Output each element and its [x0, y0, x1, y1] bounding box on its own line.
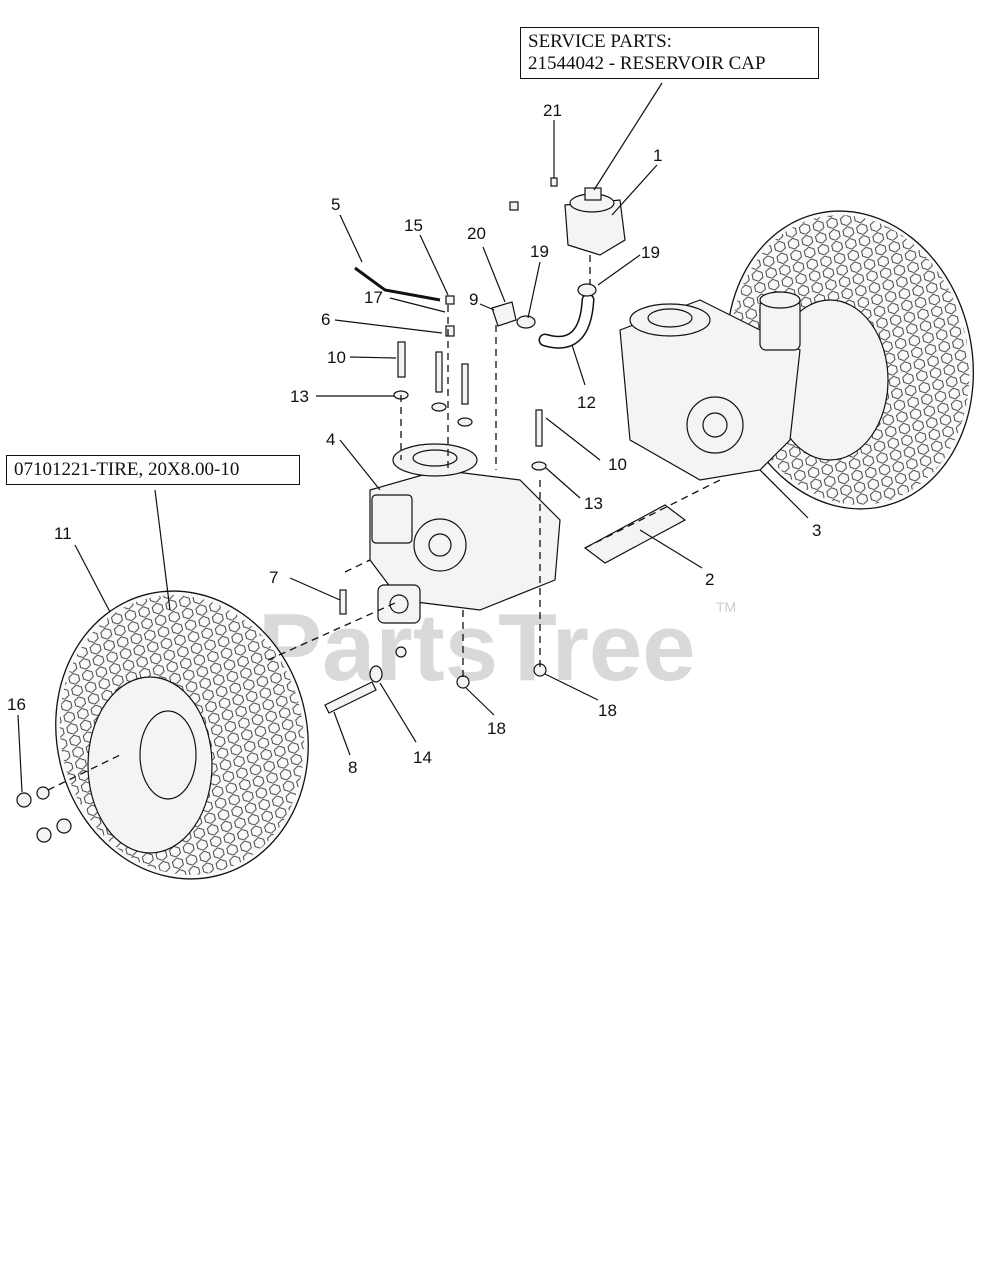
callout-20: 20	[467, 224, 486, 243]
callout-1: 1	[653, 146, 662, 165]
callout-numbers: 1 2 3 4 5 6 7 8 9 10 10 11 12 13 13 14 1…	[7, 101, 821, 777]
tire-box: 07101221-TIRE, 20X8.00-10	[6, 455, 300, 485]
callout-6: 6	[321, 310, 330, 329]
callout-14: 14	[413, 748, 432, 767]
callout-11: 11	[54, 524, 72, 543]
callout-18b: 18	[598, 701, 617, 720]
callout-10a: 10	[327, 348, 346, 367]
callout-18a: 18	[487, 719, 506, 738]
service-parts-title: SERVICE PARTS:	[528, 31, 672, 52]
callout-2: 2	[705, 570, 714, 589]
callout-13b: 13	[584, 494, 603, 513]
callout-19a: 19	[530, 242, 549, 261]
watermark-tm: TM	[716, 599, 736, 615]
callout-10b: 10	[608, 455, 627, 474]
left-transaxle	[369, 443, 561, 624]
callout-15: 15	[404, 216, 423, 235]
callout-17: 17	[364, 288, 383, 307]
assembly-lines	[47, 255, 721, 791]
callout-19b: 19	[641, 243, 660, 262]
callout-16: 16	[7, 695, 26, 714]
watermark-text: PartsTree	[258, 594, 696, 701]
service-parts-box: SERVICE PARTS: 21544042 - RESERVOIR CAP	[520, 27, 819, 79]
small-parts	[16, 177, 597, 843]
left-tire	[55, 590, 309, 880]
service-parts-line: 21544042 - RESERVOIR CAP	[528, 53, 766, 74]
callout-5: 5	[331, 195, 340, 214]
right-transaxle	[619, 291, 801, 481]
reservoir	[564, 187, 626, 256]
tire-box-text: 07101221-TIRE, 20X8.00-10	[14, 459, 240, 480]
callout-4: 4	[326, 430, 335, 449]
callout-12: 12	[577, 393, 596, 412]
axle-tube	[583, 504, 687, 564]
callout-7: 7	[269, 568, 278, 587]
callout-8: 8	[348, 758, 357, 777]
callout-13a: 13	[290, 387, 309, 406]
callout-9: 9	[469, 290, 478, 309]
leader-lines	[17, 82, 809, 793]
callout-21: 21	[543, 101, 562, 120]
callout-3: 3	[812, 521, 821, 540]
